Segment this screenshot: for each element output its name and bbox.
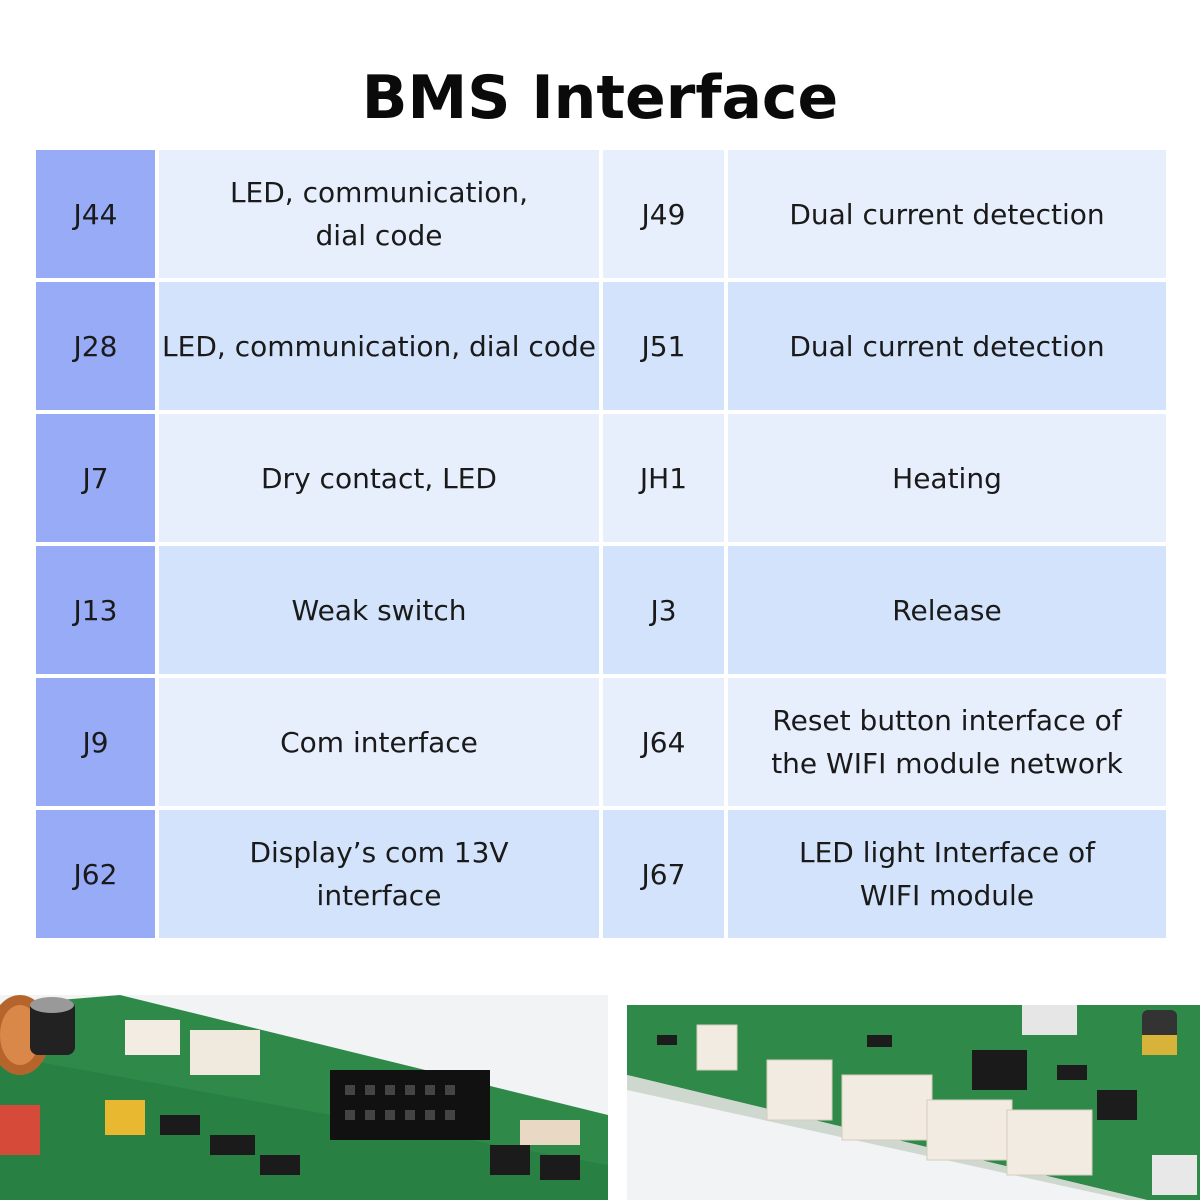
table-cell-description: Release — [728, 546, 1166, 674]
table-cell-code: J67 — [603, 810, 724, 938]
table-cell-description: Weak switch — [159, 546, 599, 674]
table-cell-code: J7 — [36, 414, 155, 542]
table-cell-code: J49 — [603, 150, 724, 278]
table-cell-description: LED light Interface of WIFI module — [728, 810, 1166, 938]
table-cell-code: JH1 — [603, 414, 724, 542]
page-title: BMS Interface — [361, 63, 839, 133]
interface-table: J44 LED, communication, dial code J49 Du… — [36, 150, 1166, 939]
table-cell-description: Com interface — [159, 678, 599, 806]
table-cell-description: LED, communication, dial code — [159, 282, 599, 410]
table-cell-description: Dual current detection — [728, 150, 1166, 278]
table-cell-code: J3 — [603, 546, 724, 674]
table-cell-code: J64 — [603, 678, 724, 806]
table-cell-code: J13 — [36, 546, 155, 674]
table-cell-description: Display’s com 13V interface — [159, 810, 599, 938]
pcb-photo-right — [627, 1005, 1200, 1200]
table-cell-code: J44 — [36, 150, 155, 278]
table-cell-code: J51 — [603, 282, 724, 410]
table-cell-code: J28 — [36, 282, 155, 410]
table-cell-description: Dual current detection — [728, 282, 1166, 410]
table-cell-code: J62 — [36, 810, 155, 938]
pcb-photo-left — [0, 995, 608, 1200]
table-cell-description: LED, communication, dial code — [159, 150, 599, 278]
pcb-photos — [0, 995, 1200, 1200]
table-cell-description: Reset button interface of the WIFI modul… — [728, 678, 1166, 806]
table-cell-description: Dry contact, LED — [159, 414, 599, 542]
table-cell-description: Heating — [728, 414, 1166, 542]
table-cell-code: J9 — [36, 678, 155, 806]
